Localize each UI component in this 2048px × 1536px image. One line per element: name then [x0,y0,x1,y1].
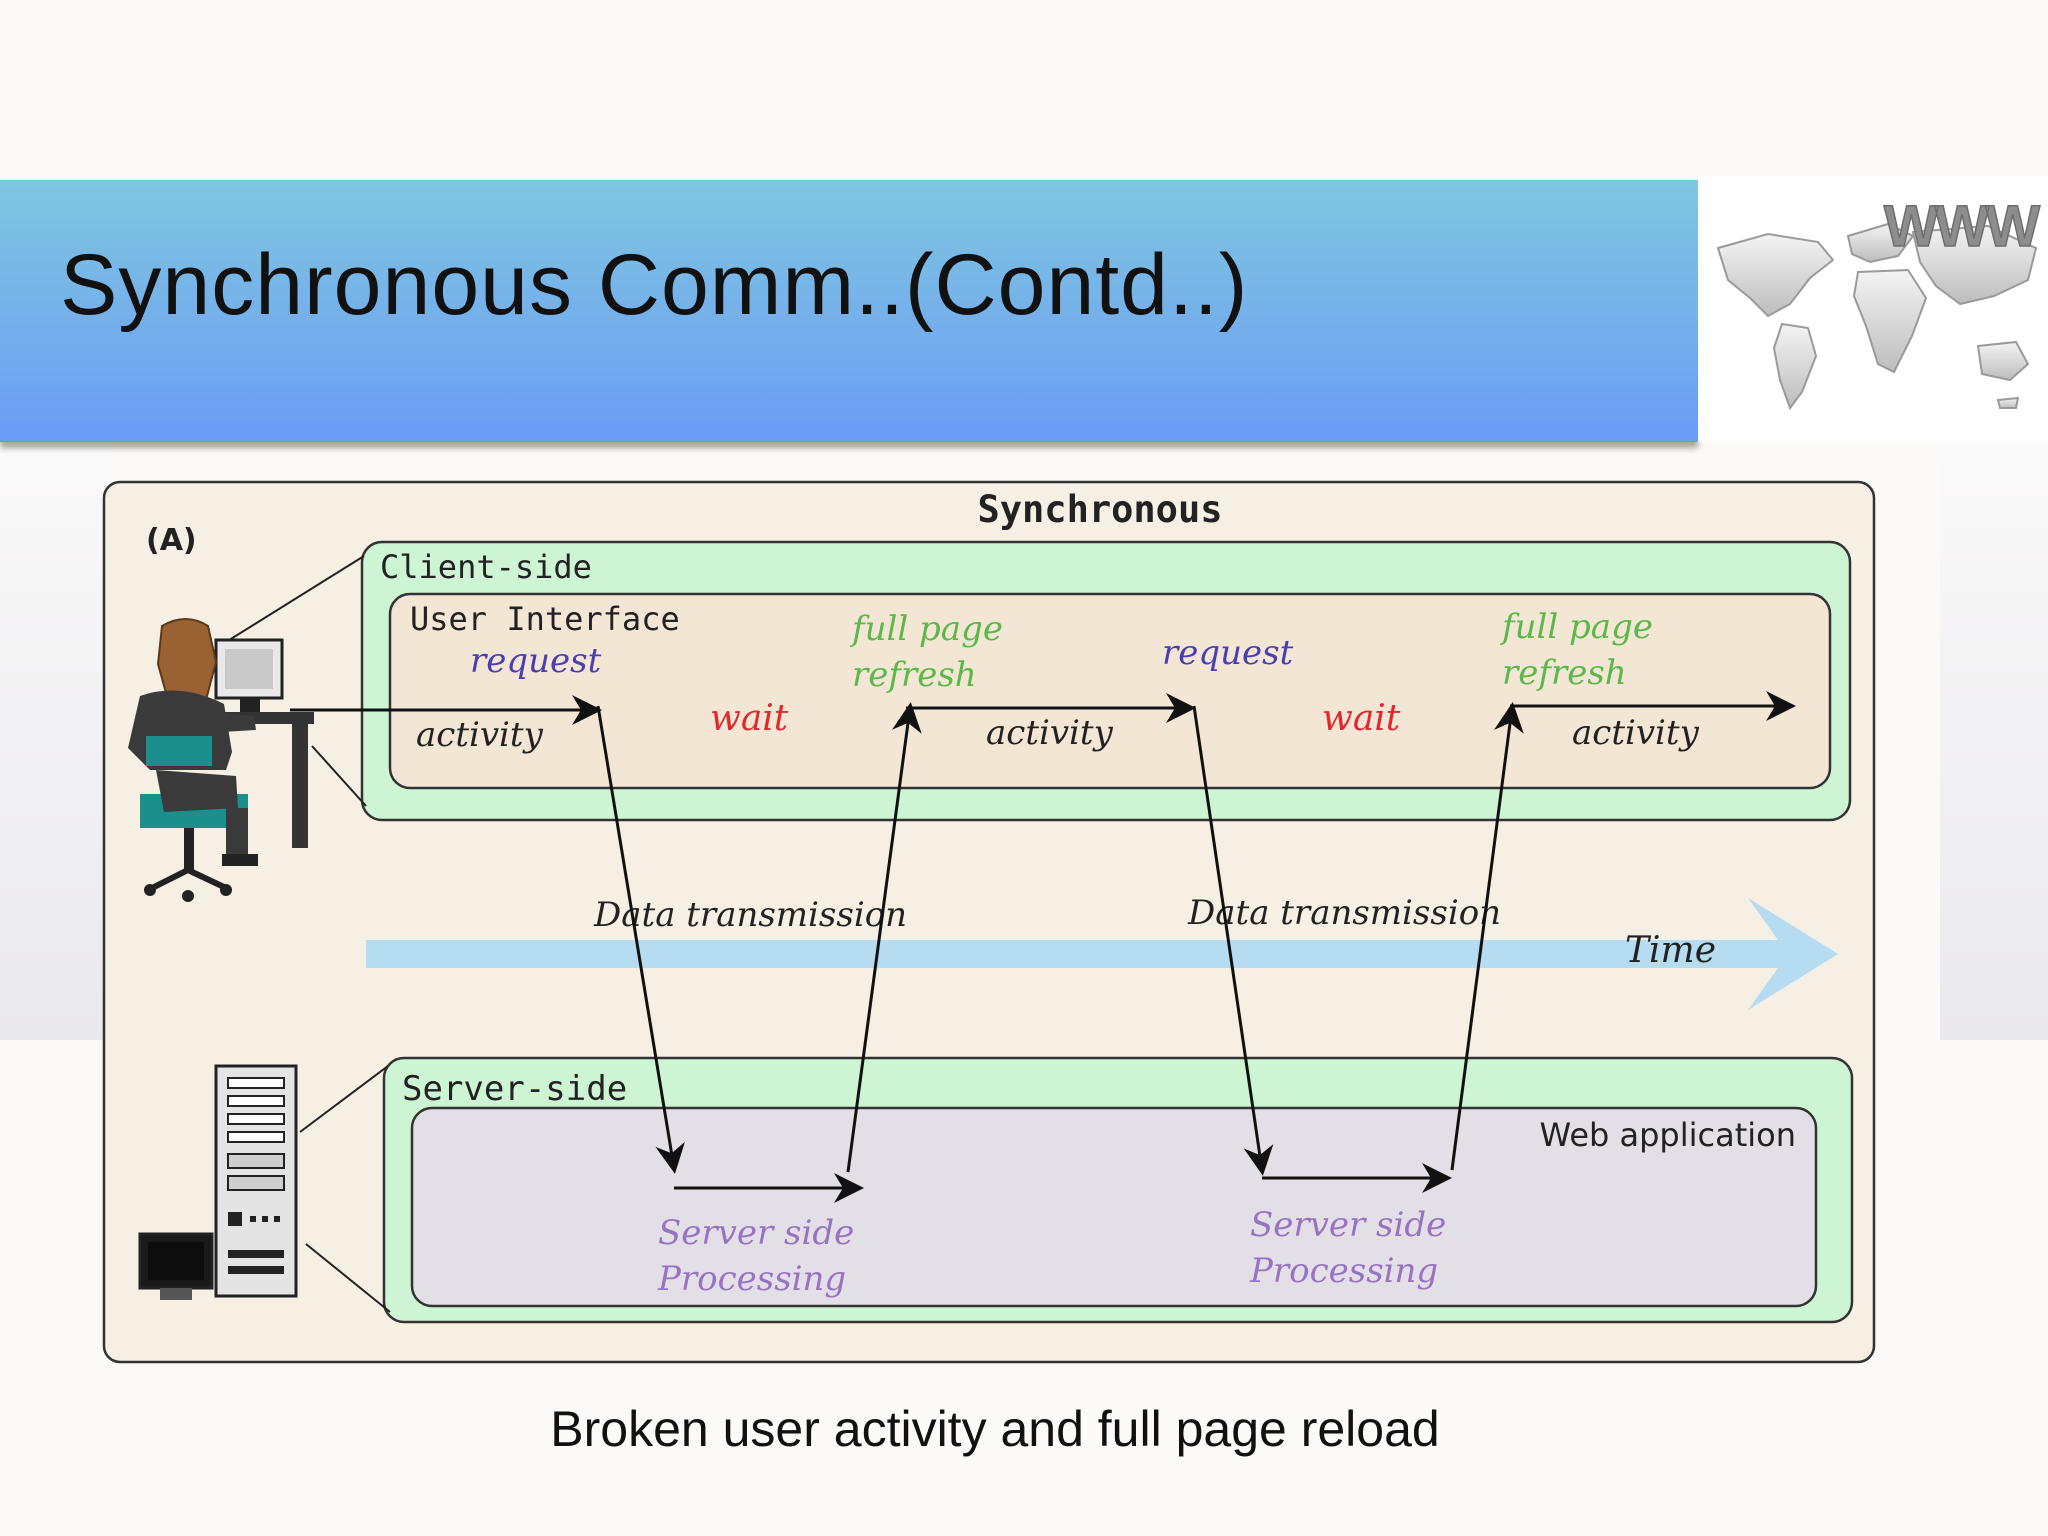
server-side-label: Server-side [402,1069,627,1109]
request-transmission-arrow [596,705,685,1174]
background-band-left [0,440,110,1040]
refresh-label-text-line2: refresh [1502,653,1627,693]
web-application-label: Web application [1540,1116,1796,1154]
diagram-heading: Synchronous [977,488,1222,531]
web-application-box [410,1106,1818,1308]
client-side-label: Client-side [380,548,592,586]
refresh-label-text: full page [849,609,1003,649]
request-transmission-arrow [1192,705,1274,1176]
panel-label: (A) [146,523,197,558]
data-transmission-label: Data transmission [1187,893,1501,933]
server-processing-text-line2: Processing [1249,1251,1438,1291]
background-band-right [1940,440,2048,1040]
request-label: request [470,641,602,681]
server-connector-line [299,1065,389,1133]
user-at-computer-icon [128,618,314,902]
logo-www-text: WWW [1884,194,2040,259]
slide-caption: Broken user activity and full page reloa… [550,1401,1440,1457]
response-transmission-arrow [846,702,922,1173]
client-connector-line [225,555,365,643]
server-computer-icon [138,1064,298,1300]
data-transmission-label: Data transmission [593,895,907,935]
refresh-label: full page refresh [849,609,1003,695]
user-interface-box [388,592,1832,790]
activity-label: activity [986,713,1114,753]
wait-label: wait [710,698,789,739]
server-processing-text-line2: Processing [657,1259,846,1299]
request-label: request [1162,633,1294,673]
refresh-label-text-line2: refresh [852,655,977,695]
activity-label: activity [416,715,544,755]
activity-label: activity [1572,713,1700,753]
time-label: Time [1625,930,1716,971]
client-connector-line [311,745,367,807]
time-arrow [366,898,1838,1010]
user-interface-label: User Interface [410,600,680,638]
server-processing-text: Server side [658,1213,854,1253]
slide-title: Synchronous Comm..(Contd..) [60,237,1249,333]
refresh-label: full page refresh [1499,607,1653,693]
server-connector-line [305,1243,391,1313]
server-processing-text: Server side [1250,1205,1446,1245]
world-map-icon: WWW [1716,193,2045,411]
www-globe-logo: WWW [1698,176,2048,442]
response-transmission-arrow [1450,702,1524,1171]
wait-label: wait [1322,698,1401,739]
refresh-label-text: full page [1499,607,1653,647]
title-bar [0,180,1698,442]
